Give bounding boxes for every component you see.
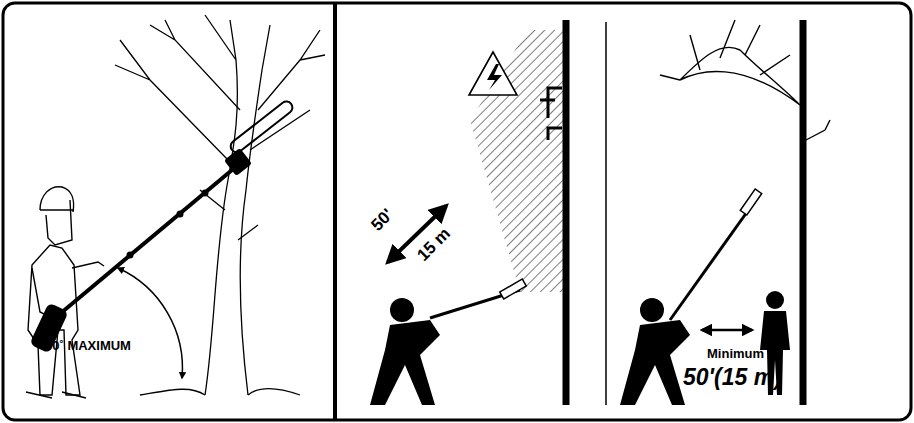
divider — [333, 3, 337, 420]
dimension-label: 50' — [368, 206, 396, 234]
saw-bar — [228, 99, 294, 155]
saw-bar — [740, 189, 761, 215]
pole — [55, 165, 238, 318]
dimension-label: 50'(15 m) — [683, 366, 782, 389]
angle-arc — [118, 268, 182, 378]
utility-pole — [563, 20, 570, 405]
operator-silhouette — [620, 298, 690, 405]
tree — [115, 15, 325, 395]
operator-silhouette — [370, 298, 440, 405]
dimension-label: Minimum — [707, 347, 764, 360]
angle-label: 60˚ MAXIMUM — [45, 339, 131, 352]
pole-joints — [127, 190, 209, 259]
pole-saw — [670, 205, 752, 320]
distance-arrow — [702, 329, 752, 332]
frame — [3, 3, 911, 420]
power-lines — [540, 88, 562, 140]
danger-zone — [470, 30, 563, 292]
saw-bar — [500, 279, 527, 299]
utility-pole — [800, 20, 807, 405]
warning-sign — [469, 52, 517, 95]
operator — [26, 187, 104, 398]
tree-branch — [660, 20, 830, 140]
divider — [605, 22, 607, 405]
saw-head — [224, 148, 252, 176]
